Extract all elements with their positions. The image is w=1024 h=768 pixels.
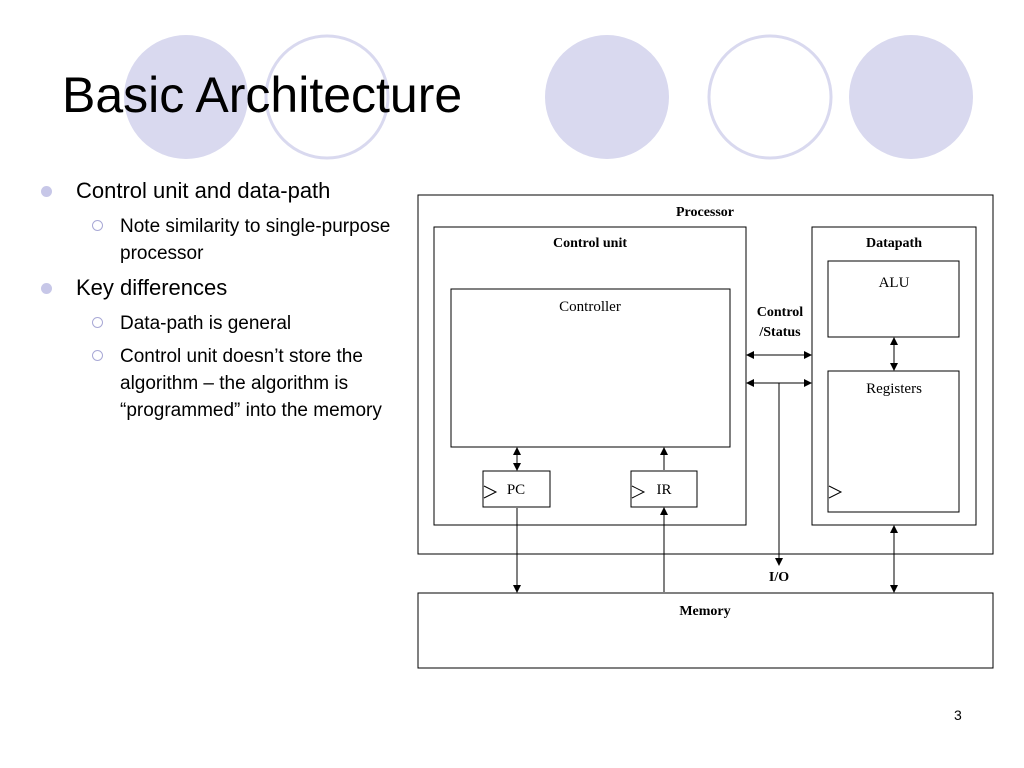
- bullet-dot-icon: [41, 283, 52, 294]
- datapath-label: Datapath: [866, 236, 922, 251]
- control-status-label-line2: /Status: [758, 325, 801, 340]
- sub-bullet-ring-icon: [92, 350, 103, 361]
- clock-triangle-icon: [483, 485, 498, 499]
- sub-bullet-ring-icon: [92, 220, 103, 231]
- controller-label: Controller: [559, 299, 621, 315]
- pc-register-box: [482, 470, 551, 508]
- sub-bullet-text: Note similarity to single-purpose proces…: [120, 216, 391, 264]
- deco-circle-ring-2: [707, 34, 833, 160]
- sub-bullet-item: Data-path is general: [40, 310, 410, 337]
- deco-circle-filled-3: [849, 35, 973, 159]
- alu-label: ALU: [879, 275, 910, 291]
- clock-triangle-icon: [631, 485, 646, 499]
- bullet-list: Control unit and data-path Note similari…: [40, 176, 410, 430]
- datapath-box: [811, 226, 977, 526]
- deco-circle-filled-2: [545, 35, 669, 159]
- alu-box: [827, 260, 960, 338]
- io-label: I/O: [769, 570, 789, 585]
- bullet-dot-icon: [41, 186, 52, 197]
- processor-box: [417, 194, 994, 555]
- memory-box: [417, 592, 994, 669]
- sub-bullet-text: Data-path is general: [120, 313, 292, 334]
- controller-box: [450, 288, 731, 448]
- control-unit-box: [433, 226, 747, 526]
- clock-triangle-icon: [828, 485, 843, 499]
- control-unit-label: Control unit: [553, 236, 627, 251]
- deco-circle-ring-1: [264, 34, 390, 160]
- sub-bullet-item: Control unit doesn’t store the algorithm…: [40, 343, 410, 424]
- bullet-item: Key differences: [40, 273, 410, 302]
- registers-box: [827, 370, 960, 513]
- slide-number: 3: [954, 707, 962, 723]
- slide-title: Basic Architecture: [62, 67, 463, 123]
- bullet-text: Control unit and data-path: [76, 178, 331, 203]
- bullet-text: Key differences: [76, 275, 228, 300]
- pc-label: PC: [507, 482, 525, 498]
- processor-label: Processor: [676, 205, 734, 220]
- bullet-item: Control unit and data-path: [40, 176, 410, 205]
- registers-label: Registers: [866, 381, 922, 397]
- sub-bullet-text: Control unit doesn’t store the algorithm…: [120, 346, 382, 421]
- sub-bullet-item: Note similarity to single-purpose proces…: [40, 213, 410, 267]
- sub-bullet-ring-icon: [92, 317, 103, 328]
- control-status-label-line1: Control: [757, 305, 804, 320]
- ir-label: IR: [657, 482, 672, 498]
- deco-circle-filled-1: [124, 35, 248, 159]
- memory-label: Memory: [679, 604, 730, 619]
